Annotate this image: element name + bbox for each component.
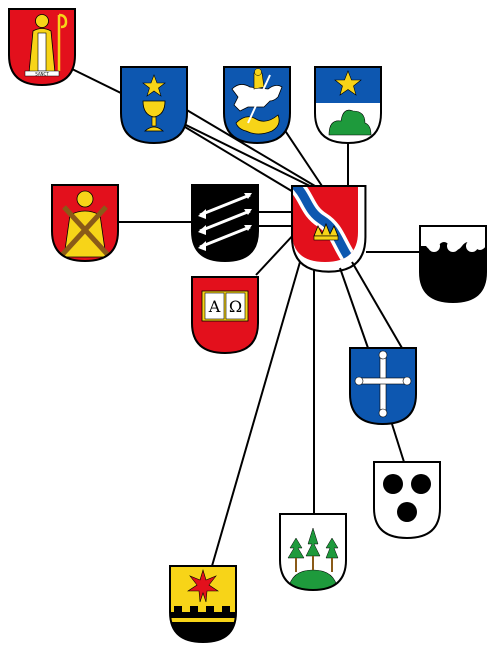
connector-line-cross-2 [351, 261, 403, 349]
connector-line-three-balls [391, 423, 405, 463]
shield-star-fence[interactable] [169, 565, 237, 646]
connector-line-cross-1 [339, 267, 369, 349]
shield-saint-andrew[interactable] [51, 184, 119, 265]
connector-line-saint-bishop [69, 67, 311, 187]
shield-saint-bishop[interactable]: SANCT [8, 8, 76, 89]
shield-three-balls[interactable] [373, 461, 441, 542]
shield-merlons[interactable] [419, 225, 487, 306]
connector-lines [69, 67, 420, 567]
connector-line-star-fence [211, 261, 301, 567]
center-shield-wavy-bend-crown[interactable] [290, 182, 367, 273]
shield-three-arrows[interactable] [191, 184, 259, 265]
connector-line-chalice [179, 105, 316, 187]
saint-book-text: SANCT [35, 72, 49, 77]
shield-chalice-star[interactable] [120, 66, 188, 147]
shield-star-mount[interactable] [314, 66, 382, 147]
omega-letter: Ω [229, 297, 242, 316]
shield-white-cross[interactable] [349, 347, 417, 428]
alpha-letter: A [208, 297, 221, 316]
shield-alpha-omega-book[interactable]: A Ω [191, 276, 259, 357]
connector-line-alpha-omega [255, 231, 297, 276]
shield-fir-trees[interactable] [279, 513, 347, 594]
shield-horse-rider[interactable] [223, 66, 291, 147]
connector-line-chalice-2 [169, 117, 301, 197]
